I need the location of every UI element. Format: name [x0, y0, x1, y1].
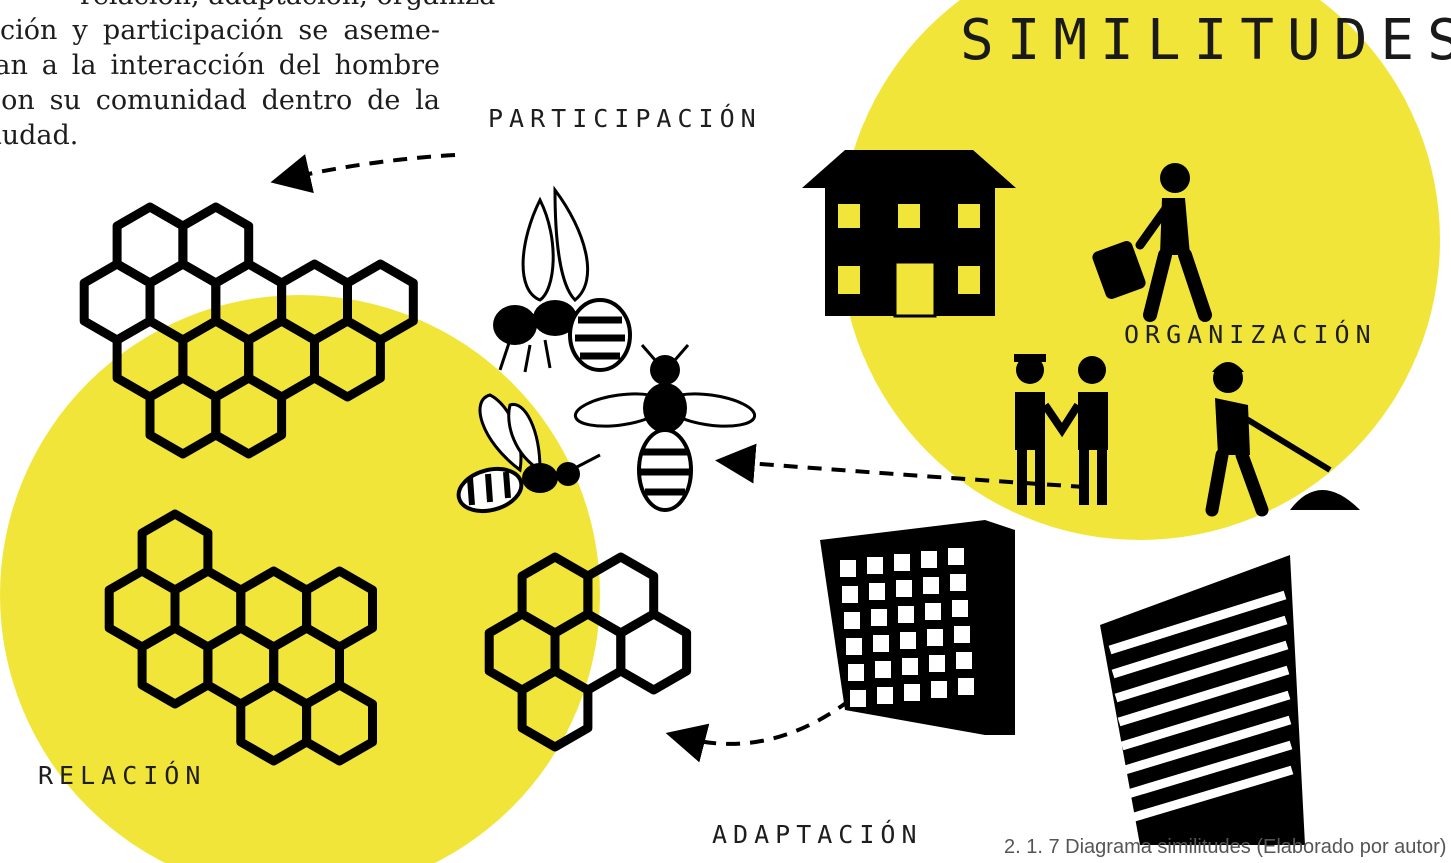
- intro-line: relación, adaptación, organiza-: [80, 0, 504, 13]
- intro-line: con su comunidad dentro de la: [0, 85, 440, 116]
- bee-icon: [573, 344, 757, 512]
- diagram-title: SIMILITUDES: [960, 8, 1451, 73]
- intro-line: jan a la interacción del hombre: [0, 50, 440, 81]
- honeycomb-icon: [79, 202, 418, 459]
- bee-icon: [456, 393, 601, 514]
- house-icon: [802, 150, 1016, 318]
- figure-caption: 2. 1. 7 Diagrama similitudes (Elaborado …: [1004, 836, 1447, 858]
- intro-line: ciudad.: [0, 120, 79, 151]
- label-organizacion: ORGANIZACIÓN: [1124, 320, 1377, 349]
- worker-shovel-icon: [1205, 362, 1360, 517]
- label-participacion: PARTICIPACIÓN: [488, 104, 762, 133]
- label-relacion: RELACIÓN: [38, 761, 207, 790]
- participacion-arrow: [270, 153, 456, 194]
- handshake-icon: [1014, 354, 1108, 505]
- traveler-icon: [1092, 163, 1212, 322]
- intro-line: ción y participación se aseme-: [0, 15, 440, 46]
- honeycomb-icon: [104, 509, 377, 766]
- bee-icon: [493, 185, 632, 373]
- honeycomb-icon: [484, 552, 692, 752]
- intro-paragraph: relación, adaptación, organiza- ción y p…: [0, 0, 504, 153]
- adaptacion-arrow: [665, 698, 852, 763]
- label-adaptacion: ADAPTACIÓN: [712, 820, 923, 849]
